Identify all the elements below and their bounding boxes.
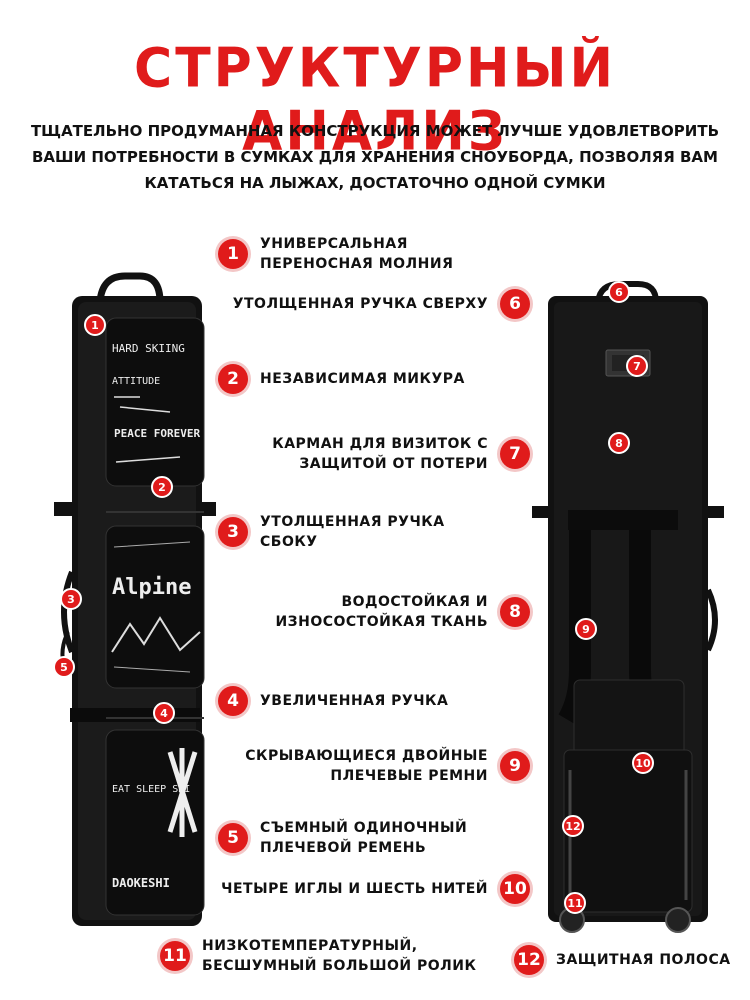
marker-5: 5: [53, 656, 75, 678]
marker-8: 8: [608, 432, 630, 454]
feature-label: СЪЕМНЫЙ ОДИНОЧНЫЙ ПЛЕЧЕВОЙ РЕМЕНЬ: [260, 820, 468, 856]
feature-label: КАРМАН ДЛЯ ВИЗИТОК С ЗАЩИТОЙ ОТ ПОТЕРИ: [272, 436, 488, 472]
page-subtitle: ТЩАТЕЛЬНО ПРОДУМАННАЯ КОНСТРУКЦИЯ МОЖЕТ …: [30, 122, 720, 192]
feature-11: 11 НИЗКОТЕМПЕРАТУРНЫЙ, БЕСШУМНЫЙ БОЛЬШОЙ…: [160, 936, 476, 976]
feature-5: 5 СЪЕМНЫЙ ОДИНОЧНЫЙ ПЛЕЧЕВОЙ РЕМЕНЬ: [218, 818, 467, 858]
feature-7: КАРМАН ДЛЯ ВИЗИТОК С ЗАЩИТОЙ ОТ ПОТЕРИ 7: [272, 434, 530, 474]
marker-10: 10: [632, 752, 654, 774]
feature-number-badge: 12: [514, 945, 544, 975]
feature-label: СКРЫВАЮЩИЕСЯ ДВОЙНЫЕ ПЛЕЧЕВЫЕ РЕМНИ: [245, 748, 488, 784]
feature-number-badge: 11: [160, 941, 190, 971]
feature-number-badge: 9: [500, 751, 530, 781]
feature-4: 4 УВЕЛИЧЕННАЯ РУЧКА: [218, 686, 448, 716]
graffiti-text: ATTITUDE: [112, 376, 160, 387]
feature-9: СКРЫВАЮЩИЕСЯ ДВОЙНЫЕ ПЛЕЧЕВЫЕ РЕМНИ 9: [245, 746, 530, 786]
marker-11: 11: [564, 892, 586, 914]
feature-label: НЕЗАВИСИМАЯ МИКУРА: [260, 371, 465, 387]
feature-1: 1 УНИВЕРСАЛЬНАЯ ПЕРЕНОСНАЯ МОЛНИЯ: [218, 234, 453, 274]
feature-10: ЧЕТЫРЕ ИГЛЫ И ШЕСТЬ НИТЕЙ 10: [221, 874, 530, 904]
marker-7: 7: [626, 355, 648, 377]
feature-8: ВОДОСТОЙКАЯ И ИЗНОСОСТОЙКАЯ ТКАНЬ 8: [275, 592, 530, 632]
feature-label: ЧЕТЫРЕ ИГЛЫ И ШЕСТЬ НИТЕЙ: [221, 881, 488, 897]
feature-label: ЗАЩИТНАЯ ПОЛОСА: [556, 952, 731, 968]
marker-6: 6: [608, 281, 630, 303]
feature-label: НИЗКОТЕМПЕРАТУРНЫЙ, БЕСШУМНЫЙ БОЛЬШОЙ РО…: [202, 938, 477, 974]
graffiti-text: DAOKESHI: [112, 876, 170, 890]
feature-number-badge: 10: [500, 874, 530, 904]
graffiti-text: PEACE FOREVER: [114, 427, 200, 440]
marker-2: 2: [151, 476, 173, 498]
marker-9: 9: [575, 618, 597, 640]
graffiti-text: Alpine: [112, 575, 191, 600]
feature-number-badge: 4: [218, 686, 248, 716]
marker-1: 1: [84, 314, 106, 336]
feature-label: УВЕЛИЧЕННАЯ РУЧКА: [260, 693, 449, 709]
feature-label: УТОЛЩЕННАЯ РУЧКА СБОКУ: [260, 514, 445, 550]
feature-6: УТОЛЩЕННАЯ РУЧКА СВЕРХУ 6: [233, 289, 530, 319]
feature-label: ВОДОСТОЙКАЯ И ИЗНОСОСТОЙКАЯ ТКАНЬ: [275, 594, 488, 630]
feature-number-badge: 1: [218, 239, 248, 269]
graffiti-text: HARD SKIING: [112, 342, 185, 355]
feature-label: УТОЛЩЕННАЯ РУЧКА СВЕРХУ: [232, 296, 488, 312]
marker-3: 3: [60, 588, 82, 610]
back-bag-image: [532, 281, 724, 933]
feature-number-badge: 8: [500, 597, 530, 627]
marker-4: 4: [153, 702, 175, 724]
feature-3: 3 УТОЛЩЕННАЯ РУЧКА СБОКУ: [218, 512, 445, 552]
feature-number-badge: 3: [218, 517, 248, 547]
feature-12: 12 ЗАЩИТНАЯ ПОЛОСА: [514, 945, 731, 975]
graffiti-text: EAT SLEEP SKI: [112, 784, 190, 795]
page-title: СТРУКТУРНЫЙ АНАЛИЗ: [134, 37, 616, 163]
feature-2: 2 НЕЗАВИСИМАЯ МИКУРА: [218, 364, 465, 394]
feature-number-badge: 5: [218, 823, 248, 853]
feature-number-badge: 7: [500, 439, 530, 469]
front-bag-image: HARD SKIING ATTITUDE PEACE FOREVER Alpin…: [54, 272, 216, 926]
feature-label: УНИВЕРСАЛЬНАЯ ПЕРЕНОСНАЯ МОЛНИЯ: [260, 236, 454, 272]
feature-number-badge: 6: [500, 289, 530, 319]
feature-number-badge: 2: [218, 364, 248, 394]
marker-12: 12: [562, 815, 584, 837]
